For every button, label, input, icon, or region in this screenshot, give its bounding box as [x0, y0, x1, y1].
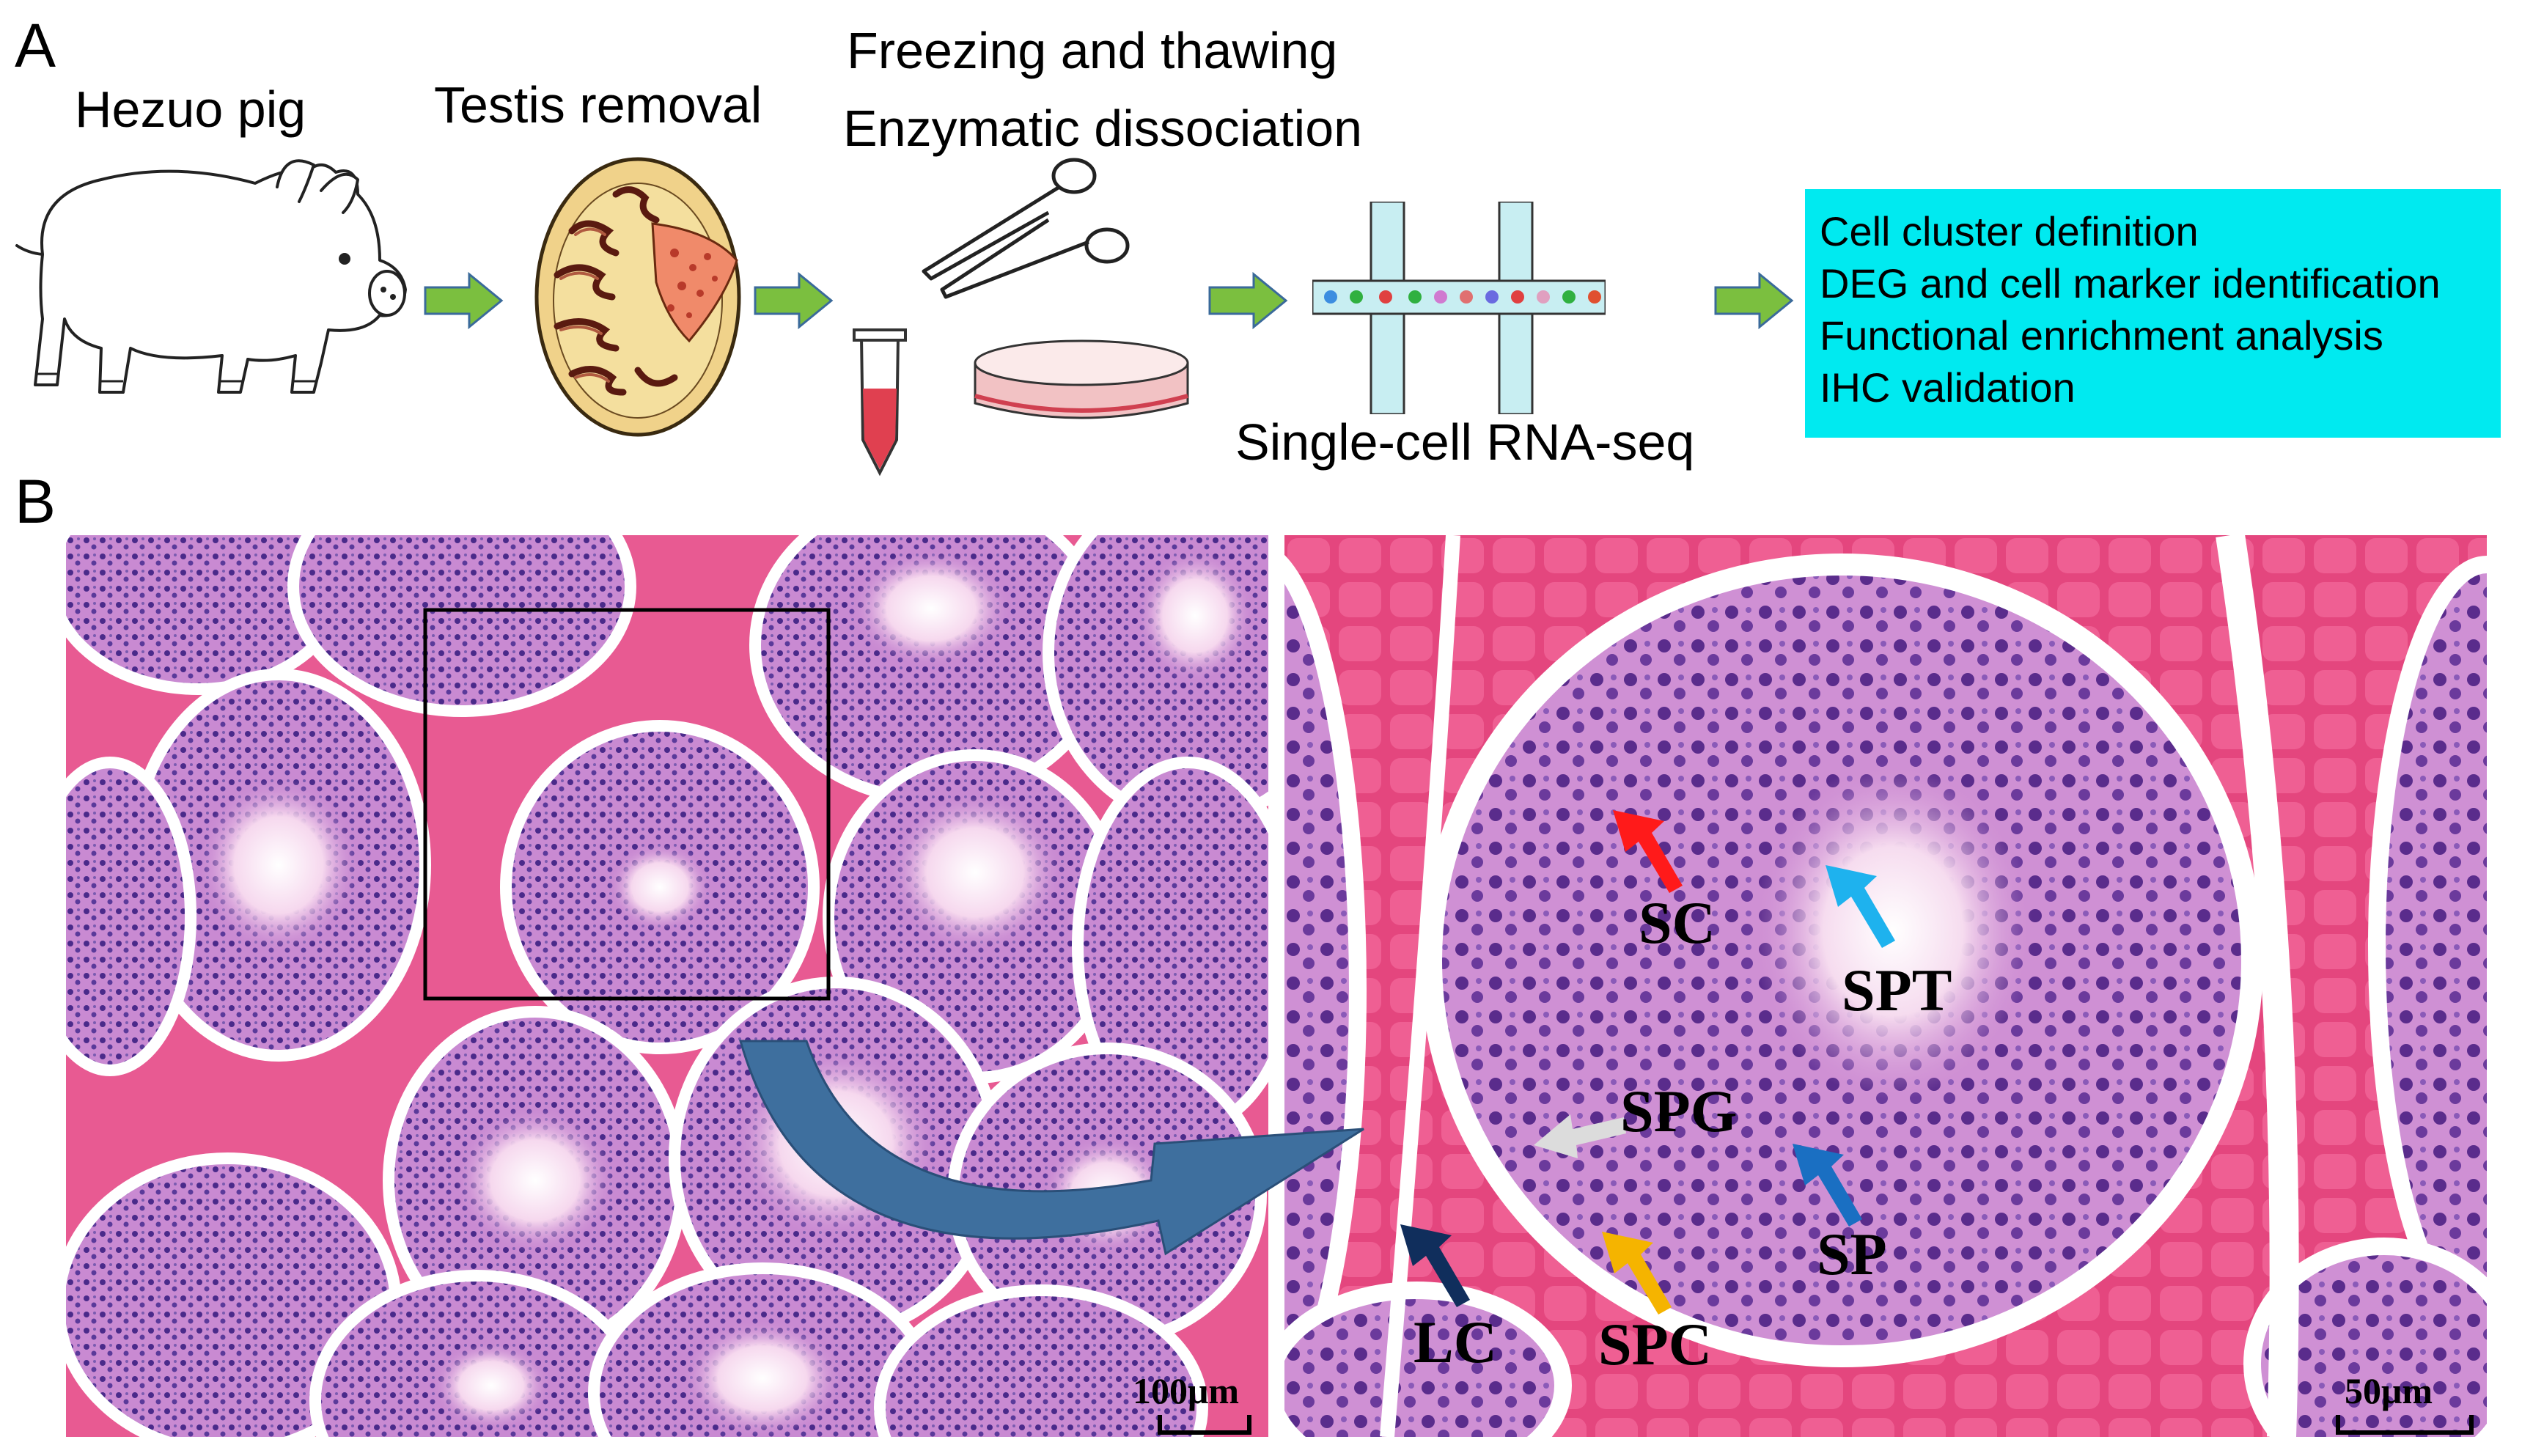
step-label-freezing: Freezing and thawing: [847, 22, 1338, 79]
pig-illustration: [15, 159, 407, 394]
cell-label-lc: LC: [1413, 1309, 1497, 1375]
analysis-item-enrichment: Functional enrichment analysis: [1820, 312, 2383, 359]
cell-label-sc: SC: [1639, 889, 1716, 956]
step-label-testis: Testis removal: [434, 76, 762, 133]
analysis-item-deg: DEG and cell marker identification: [1820, 260, 2441, 306]
right-micrograph: [1284, 535, 2487, 1437]
petri-dish-icon: [974, 339, 1189, 419]
zoom-link-arrow: [739, 1040, 1364, 1256]
left-scale-bar: [1158, 1415, 1251, 1435]
analysis-item-cluster: Cell cluster definition: [1820, 208, 2199, 254]
sc-arrow-icon: [1613, 810, 1683, 893]
cell-label-sp: SP: [1817, 1221, 1887, 1287]
cell-label-spc: SPC: [1598, 1311, 1712, 1378]
right-scale-label: 50μm: [2345, 1370, 2433, 1411]
lc-arrow-icon: [1400, 1224, 1470, 1307]
cell-label-spt: SPT: [1842, 957, 1952, 1023]
microfluidic-chip-icon: [1312, 202, 1606, 414]
right-scale-bar: [2336, 1415, 2474, 1435]
analysis-item-ihc: IHC validation: [1820, 364, 2076, 411]
sp-arrow-icon: [1793, 1144, 1862, 1227]
scissors-icon: [922, 158, 1130, 299]
analysis-box: Cell cluster definition DEG and cell mar…: [1805, 189, 2501, 438]
step-label-enzymatic: Enzymatic dissociation: [843, 100, 1363, 157]
tube-icon: [853, 328, 907, 477]
process-arrow-1: [424, 271, 504, 330]
process-arrow-4: [1714, 271, 1794, 330]
left-micrograph: [66, 535, 1268, 1437]
spt-arrow-icon: [1826, 865, 1895, 948]
panel-b-letter: B: [15, 467, 56, 536]
cell-label-spg: SPG: [1620, 1078, 1738, 1144]
process-arrow-2: [754, 271, 834, 330]
left-scale-label: 100μm: [1133, 1370, 1239, 1411]
spg-arrow-icon: [1534, 1114, 1626, 1158]
spc-arrow-icon: [1602, 1232, 1672, 1315]
testis-illustration: [534, 157, 741, 437]
process-arrow-3: [1208, 271, 1288, 330]
step-label-sequencing: Single-cell RNA-seq: [1235, 413, 1695, 471]
step-label-pig: Hezuo pig: [75, 81, 306, 138]
panel-a-letter: A: [15, 11, 56, 80]
